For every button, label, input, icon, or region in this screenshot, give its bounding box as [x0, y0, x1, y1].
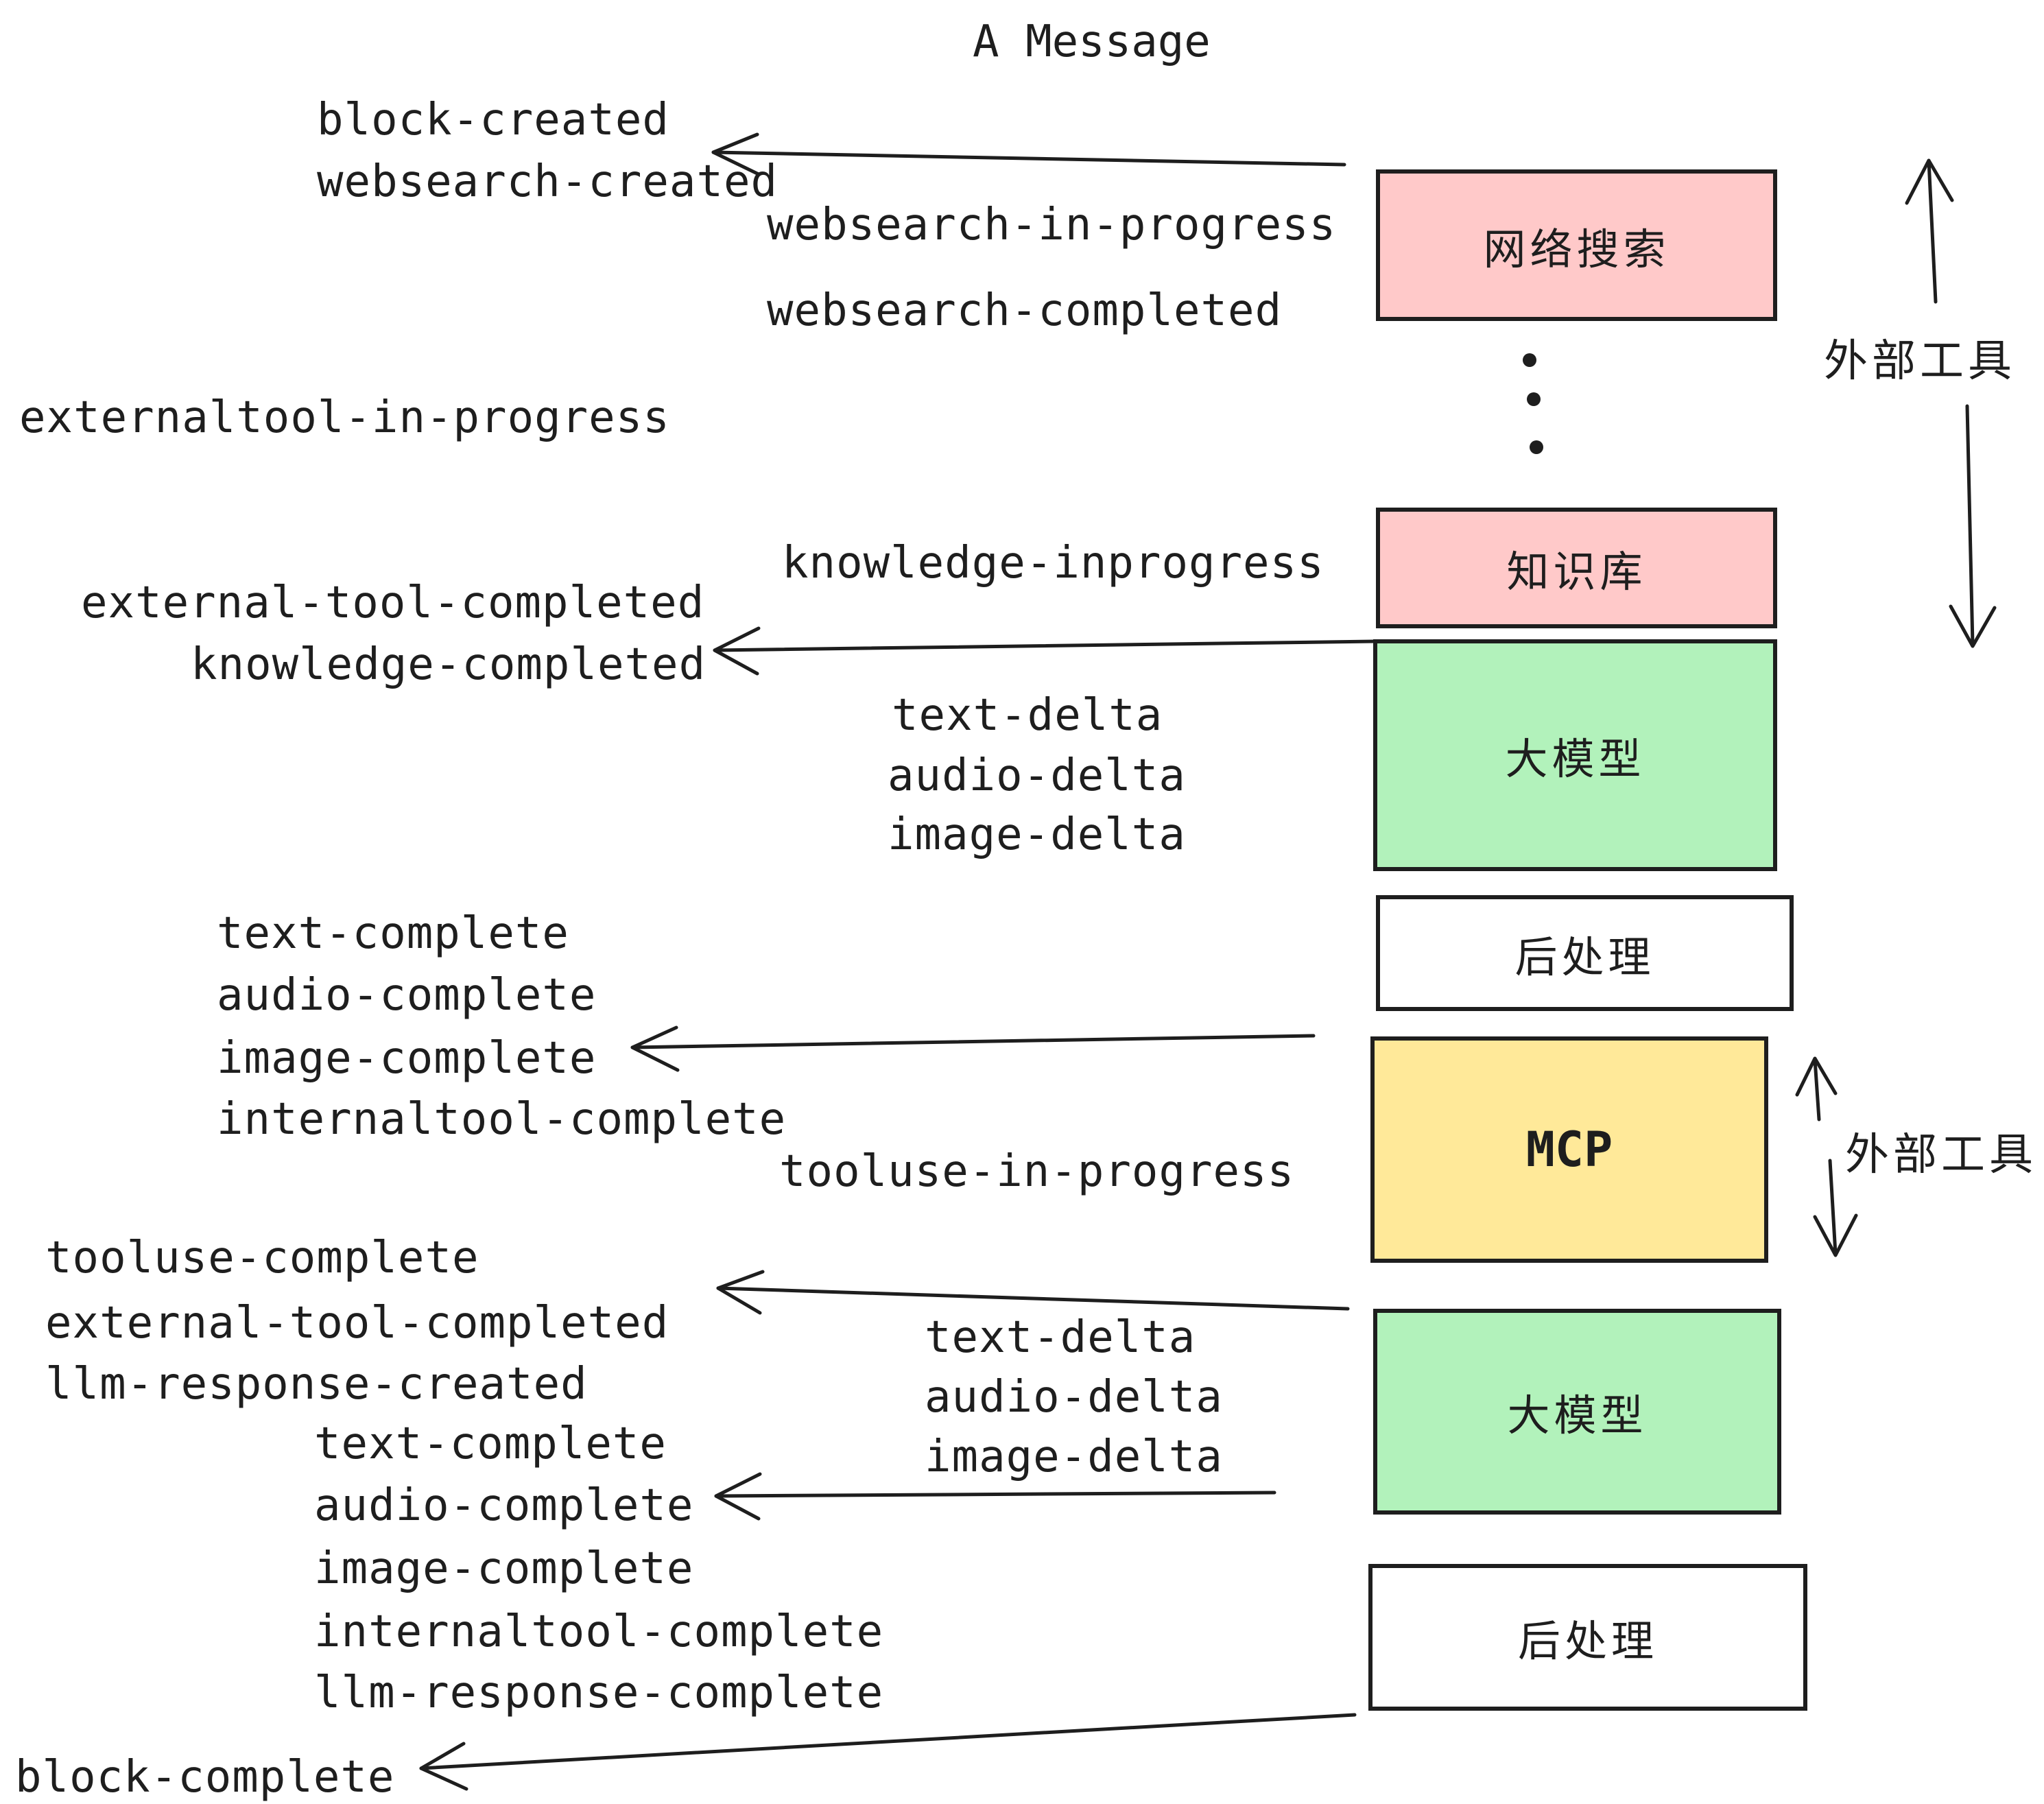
external-tools-up-arrow: [1927, 158, 1938, 304]
event-label-audio-delta-2: audio-delta: [925, 1372, 1223, 1423]
event-label-image-delta-1: image-delta: [888, 809, 1186, 860]
arrow-knowledge-completed-head: [713, 626, 761, 676]
arrow-audio-complete: [714, 1491, 1276, 1498]
box-knowledge: 知识库: [1376, 508, 1777, 628]
box-llm-2: 大模型: [1373, 1309, 1781, 1515]
diagram-title: A Message: [973, 16, 1211, 67]
event-label-tooluse-in-progress: tooluse-in-progress: [779, 1146, 1295, 1197]
arrow-knowledge-completed: [713, 639, 1377, 652]
event-label-internaltool-complete-1: internaltool-complete: [217, 1094, 787, 1145]
event-label-knowledge-completed: knowledge-completed: [191, 639, 706, 690]
event-label-external-tool-completed: external-tool-completed: [81, 578, 705, 628]
arrow-block-complete-head: [419, 1742, 468, 1791]
event-label-internaltool-complete-2: internaltool-complete: [314, 1606, 884, 1657]
arrow-websearch-created-head: [711, 132, 761, 176]
external-tools-down-arrow-head: [1949, 604, 1997, 648]
mcp-down-arrow: [1828, 1159, 1838, 1256]
event-label-audio-delta-1: audio-delta: [888, 750, 1186, 801]
event-label-audio-complete-1: audio-complete: [217, 970, 597, 1021]
event-label-text-delta-2: text-delta: [925, 1312, 1196, 1363]
box-postprocess-1: 后处理: [1376, 895, 1794, 1011]
box-postprocess-1-label: 后处理: [1514, 931, 1655, 982]
mcp-up-arrow-head: [1795, 1056, 1838, 1097]
event-label-text-delta-1: text-delta: [892, 690, 1163, 741]
event-label-websearch-in-progress: websearch-in-progress: [767, 200, 1337, 250]
event-label-block-complete: block-complete: [15, 1752, 395, 1803]
box-postprocess-2: 后处理: [1368, 1564, 1807, 1711]
box-mcp-label: MCP: [1525, 1121, 1613, 1178]
event-label-text-complete-2: text-complete: [314, 1419, 667, 1469]
box-knowledge-label: 知识库: [1506, 547, 1647, 597]
event-label-knowledge-inprogress: knowledge-inprogress: [782, 538, 1324, 589]
arrow-audio-complete-head: [714, 1472, 762, 1521]
external-tools-down-arrow: [1965, 404, 1975, 647]
event-label-llm-response-created: llm-response-created: [45, 1359, 588, 1410]
box-llm-2-label: 大模型: [1507, 1390, 1648, 1440]
box-websearch: 网络搜索: [1376, 169, 1777, 321]
event-label-image-delta-2: image-delta: [925, 1432, 1223, 1482]
box-mcp: MCP: [1370, 1036, 1768, 1263]
event-label-text-complete-1: text-complete: [217, 908, 569, 959]
event-label-externaltool-in-progress: externaltool-in-progress: [19, 392, 670, 443]
mcp-down-arrow-head: [1813, 1213, 1858, 1257]
mcp-up-arrow: [1813, 1058, 1821, 1121]
side-label-external-tools-2: 外部工具: [1845, 1130, 2037, 1180]
box-postprocess-2-label: 后处理: [1517, 1616, 1658, 1666]
external-tools-up-arrow-head: [1905, 158, 1954, 205]
event-label-audio-complete-2: audio-complete: [314, 1480, 694, 1531]
vertical-ellipsis: [1523, 353, 1543, 454]
box-websearch-label: 网络搜索: [1483, 224, 1670, 274]
box-llm-1-label: 大模型: [1505, 734, 1645, 784]
event-label-websearch-created: websearch-created: [317, 156, 779, 207]
arrow-websearch-created: [711, 150, 1346, 167]
event-label-external-tool-completed-2: external-tool-completed: [45, 1298, 669, 1349]
event-label-llm-response-complete: llm-response-complete: [314, 1667, 884, 1718]
side-label-external-tools-1: 外部工具: [1824, 336, 2016, 387]
arrow-block-complete: [419, 1713, 1357, 1770]
event-label-block-created: block-created: [317, 95, 669, 145]
arrow-tooluse-complete: [716, 1286, 1350, 1311]
box-llm-1: 大模型: [1373, 639, 1777, 871]
event-label-image-complete-2: image-complete: [314, 1543, 694, 1594]
event-label-tooluse-complete: tooluse-complete: [45, 1233, 479, 1283]
arrow-image-complete-head: [630, 1025, 680, 1072]
event-label-image-complete-1: image-complete: [217, 1033, 597, 1084]
arrow-image-complete: [630, 1034, 1316, 1049]
event-label-websearch-completed: websearch-completed: [767, 285, 1283, 336]
arrow-tooluse-complete-head: [716, 1270, 765, 1315]
